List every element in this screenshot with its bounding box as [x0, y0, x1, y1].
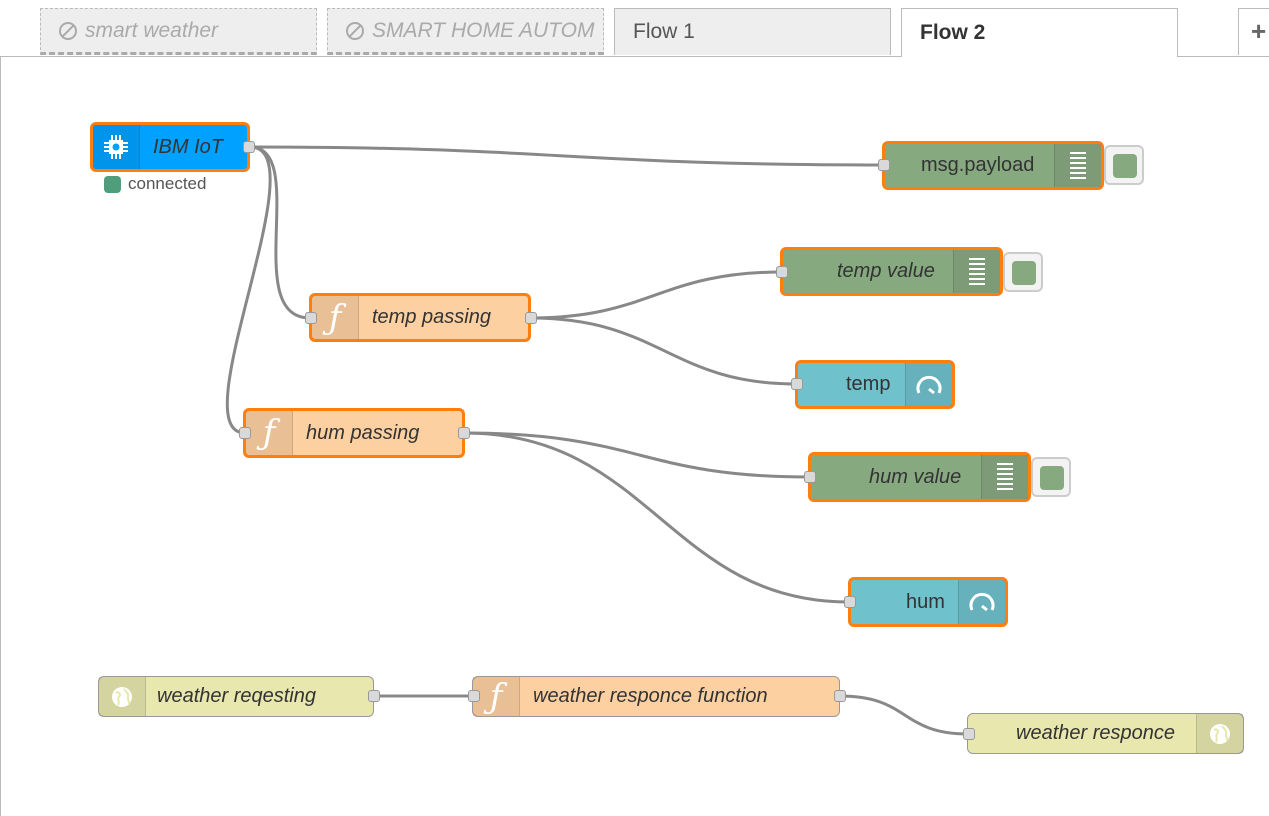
gauge-icon [905, 363, 952, 406]
hum-value-debug-toggle[interactable] [1031, 457, 1071, 497]
node-label: temp value [837, 260, 935, 282]
globe-icon [99, 677, 146, 716]
debug-list-icon [1054, 144, 1101, 187]
tab-label: SMART HOME AUTOM [372, 18, 595, 42]
msg-payload-input-port[interactable] [878, 159, 890, 171]
wire-temp-passing-to-temp-value[interactable] [530, 270, 783, 320]
node-label: weather responce function [533, 685, 768, 707]
hum-value-debug-node[interactable]: hum value [808, 452, 1031, 502]
node-label: hum [906, 590, 945, 613]
hum-input-port[interactable] [844, 596, 856, 608]
tab-bar: smart weather SMART HOME AUTOM Flow 1 Fl… [0, 0, 1269, 57]
function-icon: ƒ [312, 296, 359, 339]
function-icon: ƒ [246, 411, 293, 455]
wire-iot-to-hum-passing[interactable] [225, 145, 272, 435]
flow-workspace[interactable] [0, 56, 1269, 816]
temp-value-debug-node[interactable]: temp value [780, 247, 1003, 296]
node-label: temp passing [372, 306, 491, 328]
wire-temp-passing-to-temp[interactable] [530, 316, 798, 386]
tab-smart-home-automation[interactable]: SMART HOME AUTOM [327, 8, 604, 55]
node-label: weather responce [1016, 722, 1175, 744]
tab-flow-2[interactable]: Flow 2 [901, 8, 1178, 57]
ibm-iot-node[interactable]: IBM IoT [90, 122, 250, 172]
temp-passing-function-node[interactable]: ƒ temp passing [309, 293, 531, 342]
disabled-icon [59, 21, 77, 40]
wire-hum-passing-to-hum-value[interactable] [464, 431, 811, 479]
temp-value-input-port[interactable] [776, 266, 788, 278]
gauge-icon [958, 580, 1005, 624]
tab-flow-1[interactable]: Flow 1 [614, 8, 891, 55]
node-label: temp [846, 373, 891, 395]
node-label: IBM IoT [153, 135, 224, 158]
chip-icon [93, 125, 140, 169]
debug-list-icon [953, 250, 1000, 293]
temp-value-debug-toggle[interactable] [1003, 252, 1043, 292]
node-label: hum passing [306, 421, 420, 444]
weather-reqesting-http-in-node[interactable]: weather reqesting [98, 676, 374, 717]
msg-payload-debug-node[interactable]: msg.payload [882, 141, 1104, 190]
weather-responce-function-output-port[interactable] [834, 690, 846, 702]
disabled-icon [346, 21, 364, 40]
hum-passing-output-port[interactable] [458, 427, 470, 439]
tab-label: Flow 2 [920, 21, 986, 44]
tab-label: Flow 1 [633, 20, 695, 43]
weather-reqesting-output-port[interactable] [368, 690, 380, 702]
temp-passing-input-port[interactable] [305, 312, 317, 324]
temp-passing-output-port[interactable] [525, 312, 537, 324]
wire-hum-passing-to-hum[interactable] [464, 431, 850, 604]
ibm-iot-output-port[interactable] [243, 141, 255, 153]
status-text: connected [128, 174, 207, 193]
node-label: hum value [869, 465, 962, 488]
wire-function-to-response[interactable] [839, 694, 969, 736]
tab-label: smart weather [85, 18, 219, 42]
ibm-iot-status: connected [104, 174, 206, 194]
msg-payload-debug-toggle[interactable] [1104, 145, 1144, 185]
hum-value-input-port[interactable] [804, 471, 816, 483]
node-label: msg.payload [921, 154, 1035, 176]
hum-passing-function-node[interactable]: ƒ hum passing [243, 408, 465, 458]
function-icon: ƒ [473, 677, 520, 716]
weather-responce-function-input-port[interactable] [468, 690, 480, 702]
temp-gauge-node[interactable]: temp [795, 360, 955, 409]
hum-gauge-node[interactable]: hum [848, 577, 1008, 627]
globe-icon [1196, 714, 1243, 753]
tab-smart-weather[interactable]: smart weather [40, 8, 317, 55]
debug-list-icon [981, 455, 1028, 499]
add-tab-button[interactable]: + [1238, 8, 1269, 55]
node-label: weather reqesting [157, 685, 316, 707]
hum-passing-input-port[interactable] [239, 427, 251, 439]
wire-iot-to-payload[interactable] [249, 145, 885, 167]
weather-responce-http-response-node[interactable]: weather responce [967, 713, 1244, 754]
wire-iot-to-temp-passing[interactable] [249, 145, 311, 320]
weather-responce-function-node[interactable]: ƒ weather responce function [472, 676, 840, 717]
status-dot-icon [104, 175, 121, 193]
temp-input-port[interactable] [791, 378, 803, 390]
weather-responce-input-port[interactable] [963, 728, 975, 740]
